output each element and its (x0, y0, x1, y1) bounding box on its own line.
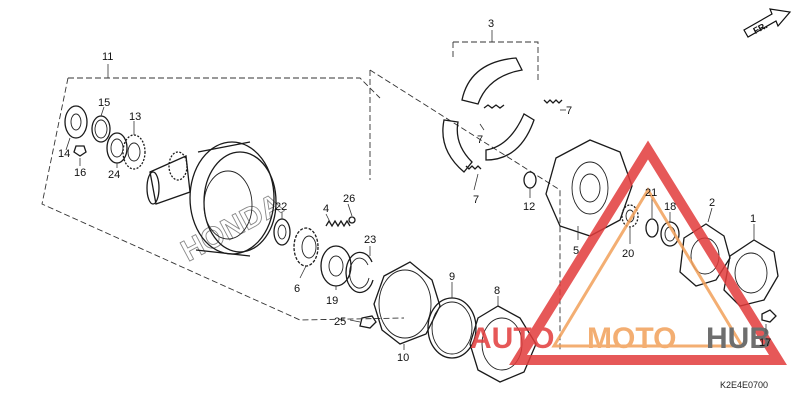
leader-lines (79, 30, 767, 350)
part-1-cover (723, 239, 779, 307)
callout-7b: 7 (477, 134, 483, 146)
callout-5: 5 (573, 245, 579, 257)
part-5-drive-plate (545, 139, 633, 237)
part-13-gear (122, 134, 146, 170)
watermark-text-hub: HUB (706, 322, 771, 355)
part-16-nut (73, 145, 87, 157)
callout-23: 23 (364, 234, 376, 246)
part-26-pin (348, 216, 356, 224)
callout-13: 13 (129, 111, 141, 123)
part-8-cover (469, 305, 537, 383)
callout-24: 24 (108, 169, 120, 181)
callout-labels: 11 15 13 14 16 24 3 7 7 7 12 26 22 4 23 … (58, 18, 771, 364)
callout-1: 1 (750, 213, 756, 225)
diagram-code: K2E4E0700 (720, 380, 768, 390)
callout-6: 6 (294, 283, 300, 295)
callout-7a: 7 (566, 105, 572, 117)
part-15-circlip (91, 115, 111, 143)
part-17-bolt (761, 309, 777, 323)
callout-11: 11 (102, 51, 113, 63)
callout-3: 3 (488, 18, 494, 30)
part-6-one-way-clutch (293, 227, 319, 267)
part-12-bushing (523, 171, 537, 189)
callout-8: 8 (494, 285, 500, 297)
part-3-clutch-shoes (442, 57, 535, 173)
part-7-springs (465, 99, 563, 170)
watermark-logo: AUTO MOTO HUB (470, 140, 787, 365)
watermark-text-moto: MOTO (587, 322, 676, 355)
callout-7c: 7 (473, 194, 479, 206)
part-9-o-ring (427, 297, 477, 359)
callout-19: 19 (326, 295, 338, 307)
part-14-seal (64, 105, 88, 151)
clutch-outer-drum (146, 141, 277, 257)
watermark-triangle (509, 140, 787, 365)
callout-12: 12 (523, 201, 535, 213)
callout-26: 26 (343, 193, 355, 205)
watermark-text-auto: AUTO (470, 322, 554, 355)
callout-17: 17 (759, 337, 771, 349)
callout-18: 18 (664, 201, 676, 213)
front-direction-arrow: FR. (743, 8, 792, 38)
callout-25: 25 (334, 316, 346, 328)
callout-10: 10 (397, 352, 409, 364)
callout-15: 15 (98, 97, 110, 109)
part-4-spring (325, 219, 351, 228)
assembly-boundaries (41, 41, 561, 350)
callout-20: 20 (622, 248, 634, 260)
callout-16: 16 (74, 167, 86, 179)
callout-22: 22 (275, 201, 287, 213)
callout-2: 2 (709, 197, 715, 209)
callout-9: 9 (449, 271, 455, 283)
part-22-washer (273, 218, 291, 246)
callout-14: 14 (58, 148, 70, 160)
part-21-washer (645, 218, 659, 238)
part-25-nut (359, 315, 377, 329)
callout-21: 21 (645, 187, 657, 199)
part-24-washer (106, 132, 128, 164)
callout-4: 4 (323, 203, 329, 215)
part-10-gasket (373, 261, 441, 345)
part-23-snap-ring (345, 251, 374, 294)
